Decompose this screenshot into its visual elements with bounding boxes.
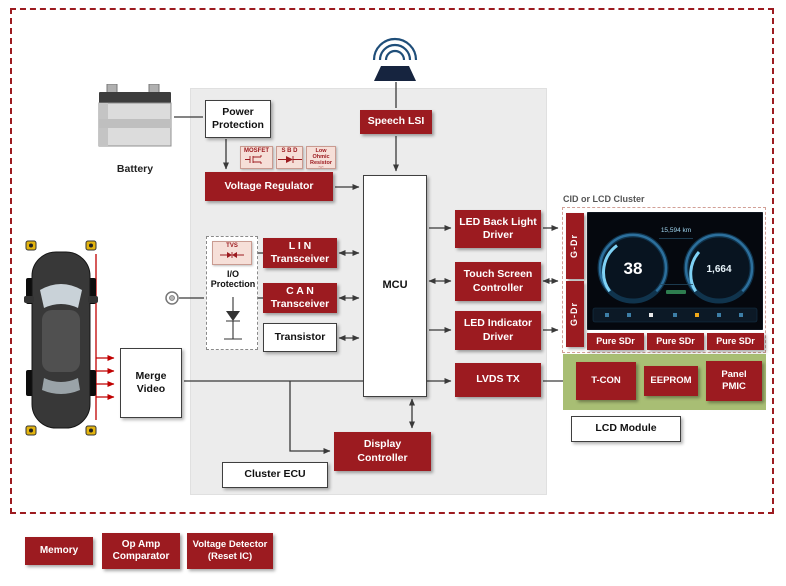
sbd-label: S B D xyxy=(281,148,298,154)
battery-label: Battery xyxy=(116,163,154,175)
led-backlight-driver-block: LED Back Light Driver xyxy=(455,210,541,248)
camera-icons xyxy=(25,240,97,436)
instrument-cluster-screen: 38 1,664 15,594 km xyxy=(587,212,763,330)
vehicle-connector-icon xyxy=(165,291,179,305)
t-con-block: T-CON xyxy=(576,362,636,400)
resistor-symbol-icon xyxy=(318,166,324,168)
display-controller-block: Display Controller xyxy=(334,432,431,471)
speaker-icon xyxy=(372,37,418,81)
right-gauge-value: 1,664 xyxy=(706,264,731,275)
sbd-component: S B D xyxy=(276,146,303,169)
panel-pmic-block: Panel PMIC xyxy=(706,361,762,401)
mosfet-component: MOSFET xyxy=(240,146,273,169)
low-ohmic-resistor-label: Low Ohmic Resistor xyxy=(309,148,332,167)
lin-transceiver-block: L I N Transceiver xyxy=(263,238,337,268)
sbd-symbol-icon xyxy=(277,155,302,163)
mosfet-symbol-icon xyxy=(244,154,261,164)
voltage-regulator-block: Voltage Regulator xyxy=(205,172,333,201)
cid-cluster-dashed-box xyxy=(562,207,766,353)
led-indicator-driver-block: LED Indicator Driver xyxy=(455,311,541,350)
pure-sdr-1-block: Pure SDr xyxy=(587,333,644,350)
odometer-value: 15,594 km xyxy=(661,227,691,234)
battery-icon xyxy=(98,84,172,147)
touch-screen-controller-block: Touch Screen Controller xyxy=(455,262,541,301)
diode-symbol-icon xyxy=(224,297,242,340)
cid-lcd-cluster-caption: CID or LCD Cluster xyxy=(563,194,645,204)
pure-sdr-3-block: Pure SDr xyxy=(707,333,764,350)
mosfet-label: MOSFET xyxy=(244,148,269,154)
speech-lsi-block: Speech LSI xyxy=(360,110,432,134)
tvs-label: TVS xyxy=(226,243,238,249)
io-protection-block: TVS I/O Protection xyxy=(206,236,258,350)
voltage-detector-chip: Voltage Detector (Reset IC) xyxy=(187,533,273,569)
mcu-block: MCU xyxy=(363,175,427,397)
lvds-tx-block: LVDS TX xyxy=(455,363,541,397)
transistor-block: Transistor xyxy=(263,323,337,352)
lcd-module-label-box: LCD Module xyxy=(571,416,681,442)
cluster-ecu-label-box: Cluster ECU xyxy=(222,462,328,488)
op-amp-comparator-chip: Op Amp Comparator xyxy=(102,533,180,569)
io-protection-label: I/O Protection xyxy=(210,269,256,289)
car-top-view xyxy=(24,240,98,436)
tvs-component: TVS xyxy=(212,241,252,265)
can-transceiver-block: C A N Transceiver xyxy=(263,283,337,313)
speed-value: 38 xyxy=(624,259,643,278)
memory-chip: Memory xyxy=(25,537,93,565)
merge-video-block: Merge Video xyxy=(120,348,182,418)
low-ohmic-resistor-component: Low Ohmic Resistor xyxy=(306,146,336,169)
gate-driver-1-label: G-Dr xyxy=(569,234,580,258)
gate-driver-2-block: G-Dr xyxy=(566,281,584,347)
pure-sdr-2-block: Pure SDr xyxy=(647,333,704,350)
tvs-symbol-icon xyxy=(220,251,244,258)
gate-driver-1-block: G-Dr xyxy=(566,213,584,279)
eeprom-block: EEPROM xyxy=(644,366,698,396)
power-protection-block: Power Protection xyxy=(205,100,271,138)
gate-driver-2-label: G-Dr xyxy=(569,302,580,326)
